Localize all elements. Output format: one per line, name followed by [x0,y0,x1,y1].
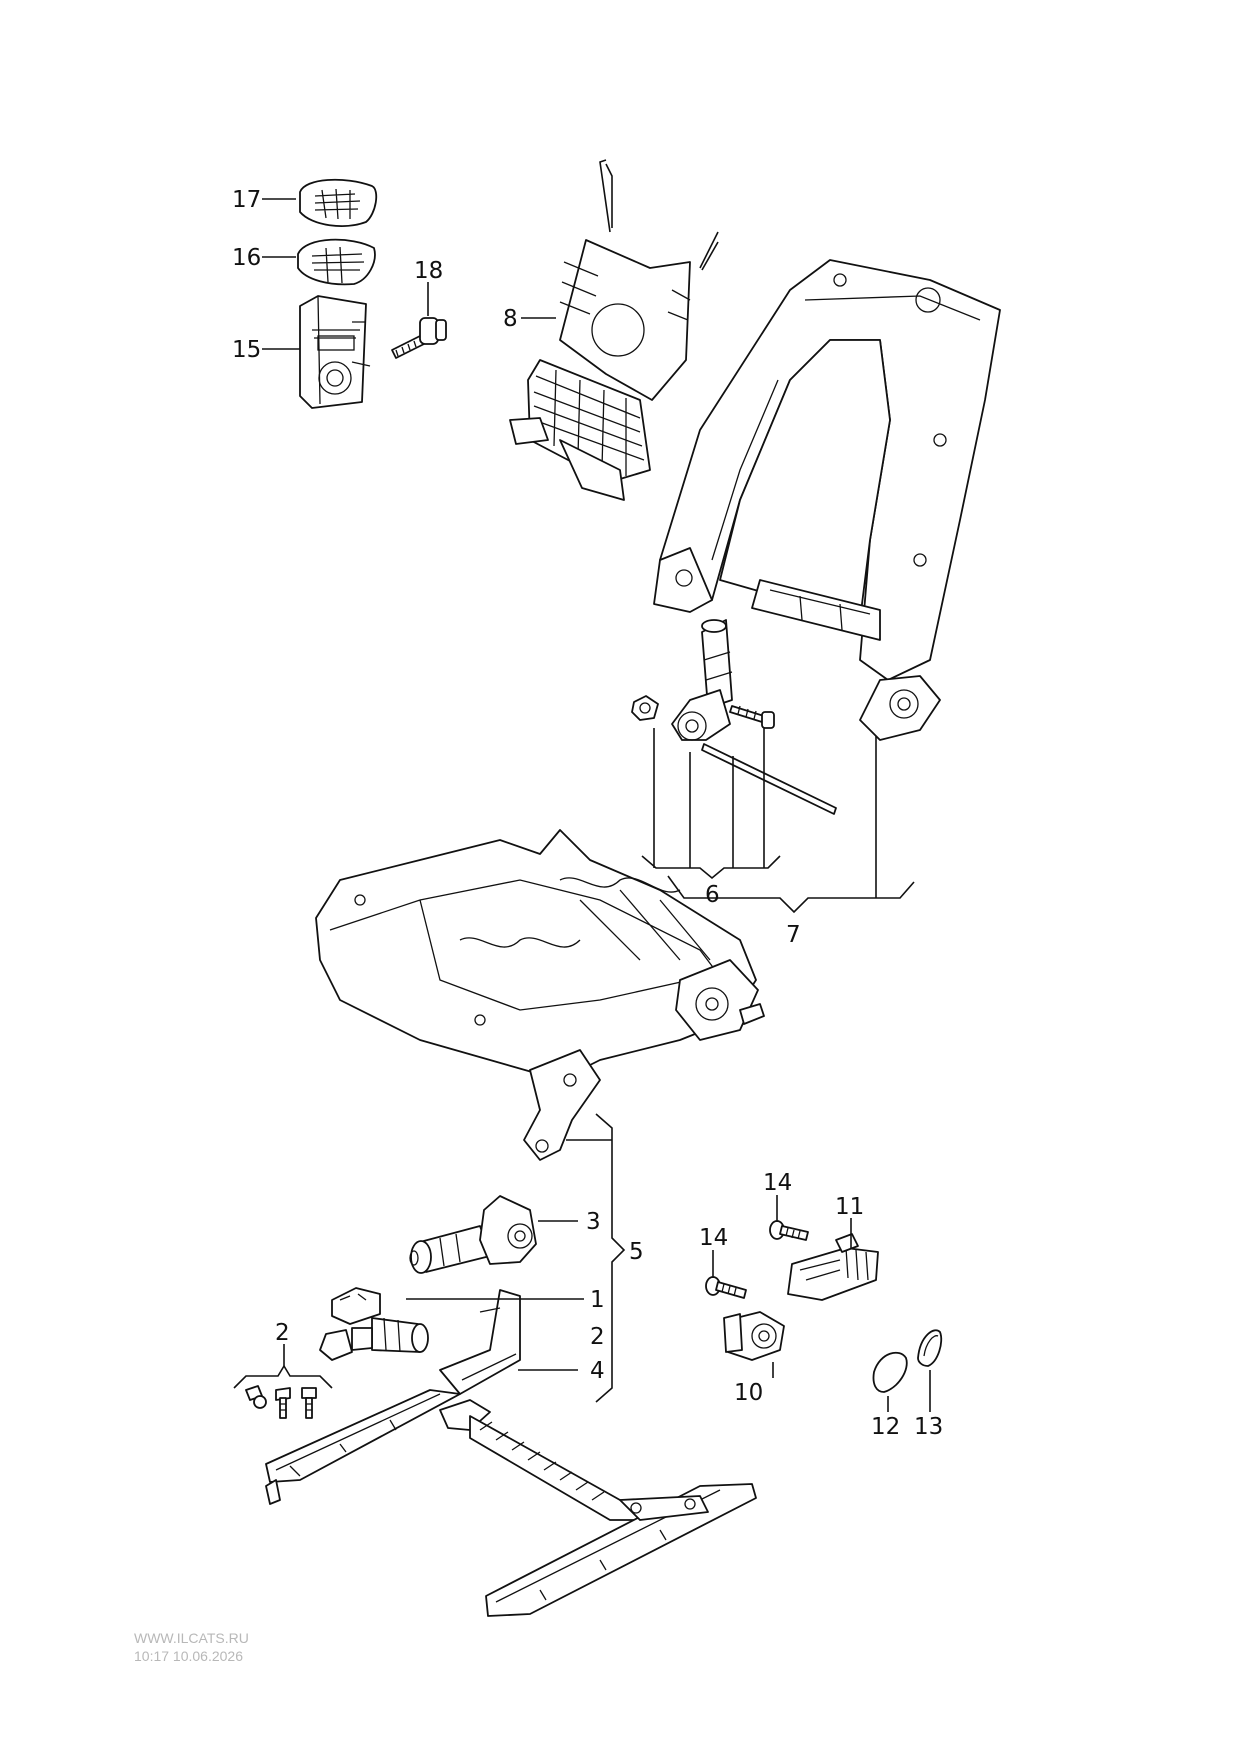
callout-15: 15 [232,337,261,363]
callout-14-lower: 14 [699,1225,728,1251]
part-1-motor [319,1287,429,1361]
part-seat-pan-frame [315,829,765,1161]
part-10-switch [723,1311,785,1361]
callout-18: 18 [414,258,443,284]
callout-17: 17 [232,187,261,213]
part-4-seat-rails [265,1289,757,1617]
callout-2-right: 2 [590,1324,605,1350]
callout-5: 5 [629,1239,644,1265]
callout-4: 4 [590,1358,605,1384]
part-13-knob [917,1329,943,1367]
callout-7: 7 [786,922,801,948]
part-18-bolt [391,317,447,359]
watermark-site: WWW.ILCATS.RU [134,1630,249,1646]
part-16-cover-cap [297,238,376,286]
part-11-control-module [787,1233,879,1301]
callout-12: 12 [871,1414,900,1440]
callout-1: 1 [590,1287,605,1313]
callout-14-upper: 14 [763,1170,792,1196]
part-recliner-motor [631,619,837,815]
part-14-bolt-lower [705,1276,747,1299]
callout-16: 16 [232,245,261,271]
part-2-screws [245,1385,317,1419]
callout-6: 6 [705,882,720,908]
callout-8: 8 [503,306,518,332]
part-12-knob [872,1351,908,1393]
part-15-control-unit [299,295,371,409]
part-8-lumbar-support [509,159,719,501]
watermark-timestamp: 10:17 10.06.2026 [134,1648,243,1664]
callout-2-left: 2 [275,1320,290,1346]
callout-13: 13 [914,1414,943,1440]
callout-11: 11 [835,1194,864,1220]
leader-lines [233,198,931,1412]
callout-3: 3 [586,1209,601,1235]
part-14-bolt-upper [769,1220,809,1241]
part-backrest-frame [653,259,1001,741]
part-3-motor [409,1195,537,1274]
callout-10: 10 [734,1380,763,1406]
part-17-cover-cap [299,178,378,227]
